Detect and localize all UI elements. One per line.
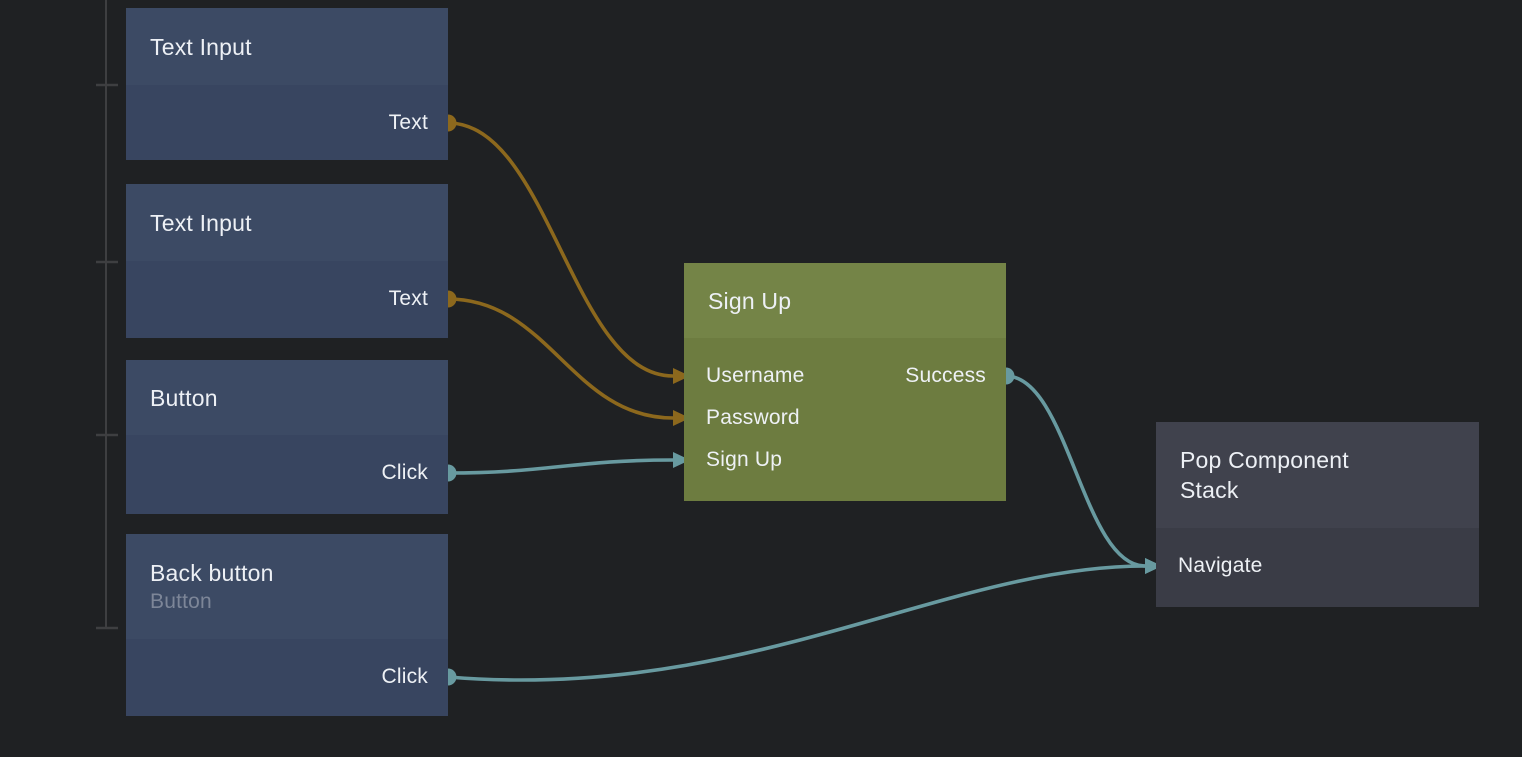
node-port-row: Text bbox=[126, 278, 448, 320]
edge-text-input-1-to-sign-up[interactable] bbox=[446, 121, 675, 378]
edge-button-to-sign-up[interactable] bbox=[446, 458, 675, 475]
input-port-label: Password bbox=[706, 406, 800, 429]
node-title: Text Input bbox=[150, 209, 252, 236]
node-port-row: Username Success bbox=[684, 355, 1006, 397]
output-port-label: Click bbox=[381, 665, 428, 688]
node-port-row: Navigate bbox=[1156, 545, 1479, 587]
node-header[interactable]: Text Input bbox=[126, 8, 448, 85]
output-port-label: Click bbox=[381, 461, 428, 484]
output-port-label: Success bbox=[905, 364, 986, 387]
node-header[interactable]: Pop Component Stack bbox=[1156, 422, 1479, 528]
node-header[interactable]: Button bbox=[126, 360, 448, 435]
edge-sign-up-to-pop-component-stack[interactable] bbox=[1004, 374, 1147, 568]
input-port-label: Navigate bbox=[1178, 554, 1263, 577]
edge-back-button-to-pop-component-stack[interactable] bbox=[446, 564, 1147, 682]
node-body: Text bbox=[126, 85, 448, 160]
node-port-row: Sign Up bbox=[684, 439, 1006, 481]
node-header[interactable]: Sign Up bbox=[684, 263, 1006, 338]
node-body: Click bbox=[126, 639, 448, 716]
node-body: Navigate bbox=[1156, 528, 1479, 607]
node-port-row: Click bbox=[126, 452, 448, 494]
node-title: Text Input bbox=[150, 33, 252, 60]
node-body: Text bbox=[126, 261, 448, 338]
node-title: Button bbox=[150, 384, 218, 411]
node-title: Pop Component Stack bbox=[1180, 447, 1349, 503]
edge-text-input-2-to-sign-up[interactable] bbox=[446, 297, 675, 420]
node-title: Sign Up bbox=[708, 287, 792, 314]
input-port-label: Sign Up bbox=[706, 448, 783, 471]
node-port-row: Password bbox=[684, 397, 1006, 439]
node-port-row: Click bbox=[126, 656, 448, 698]
input-port-label: Username bbox=[706, 364, 805, 387]
node-port-row: Text bbox=[126, 102, 448, 144]
node-body: Click bbox=[126, 435, 448, 514]
node-title: Back button bbox=[150, 559, 274, 586]
output-port-label: Text bbox=[388, 287, 428, 310]
node-header[interactable]: Text Input bbox=[126, 184, 448, 261]
node-subtitle: Button bbox=[150, 589, 212, 613]
output-port-label: Text bbox=[388, 111, 428, 134]
